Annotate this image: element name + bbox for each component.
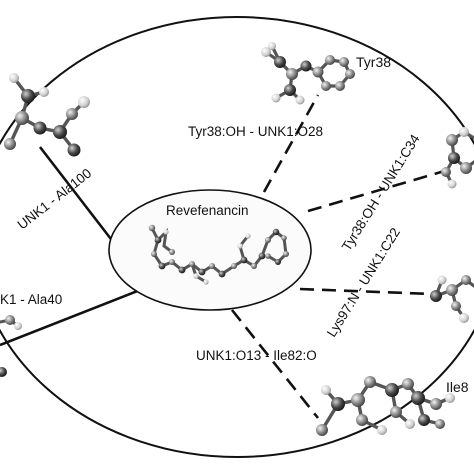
interaction-label-tyr38-o28: Tyr38:OH - UNK1:O28 <box>188 124 323 139</box>
residue-tyr38-top: Tyr38 <box>261 42 391 105</box>
residue-lys97 <box>430 275 474 323</box>
connector-ala40 <box>0 288 141 347</box>
connector-lys97-c22 <box>299 287 433 296</box>
connector-ala100 <box>38 146 116 244</box>
ligand-node: Revefenancin <box>108 189 312 311</box>
ligand-atoms <box>148 224 289 285</box>
ligand-ellipse <box>108 189 312 311</box>
interaction-label-lys97-c22: Lys97:N - UNK1:C22 <box>324 225 403 339</box>
residue-ala100 <box>4 73 90 157</box>
interaction-label-ala40: K1 - Ala40 <box>0 292 62 307</box>
interaction-label-ala100: UNK1 - Ala100 <box>15 166 95 233</box>
outer-boundary <box>0 16 474 458</box>
residue-ile82: Ile8 <box>316 376 469 436</box>
connector-ile82 <box>230 309 320 419</box>
interaction-label-tyr38-c34: Tyr38:OH - UNK1:C34 <box>339 131 423 253</box>
connector-lines <box>0 94 449 419</box>
ligand-label: Revefenancin <box>166 203 249 218</box>
interaction-label-ile82: UNK1:O13 - Ile82:O <box>196 348 317 363</box>
residue-right-upper <box>441 127 474 189</box>
connector-tyr38-o28 <box>262 94 320 193</box>
residue-ala40 <box>0 315 22 377</box>
residue-label-tyr38: Tyr38 <box>356 54 391 70</box>
residue-label-ile82: Ile8 <box>446 379 469 395</box>
connector-tyr38-c34 <box>307 168 449 213</box>
